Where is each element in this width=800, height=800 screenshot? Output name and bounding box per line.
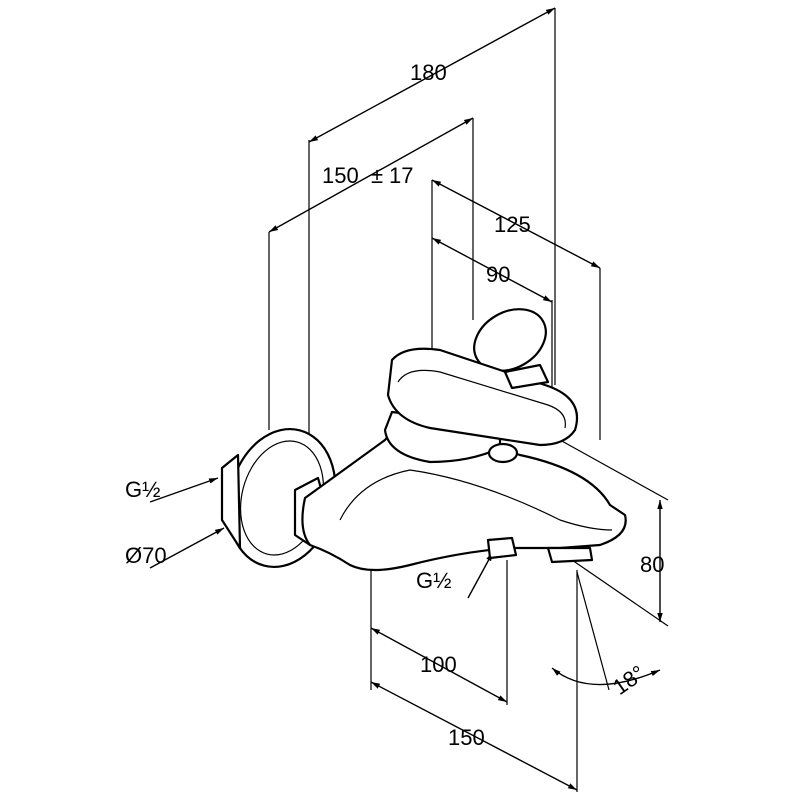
label-125: 125 bbox=[494, 212, 531, 237]
label-90: 90 bbox=[486, 262, 510, 287]
label-rosette-dia: Ø70 bbox=[125, 543, 167, 568]
dim-line-90 bbox=[431, 237, 553, 303]
label-150-tol: 150 bbox=[322, 163, 359, 188]
spout-outlet bbox=[546, 546, 594, 564]
rear-rosette bbox=[473, 308, 547, 372]
label-80: 80 bbox=[640, 552, 664, 577]
mixer-lever bbox=[386, 347, 579, 447]
dim-arc-18 bbox=[551, 667, 661, 686]
dim-line-150-tol bbox=[268, 117, 474, 233]
label-thread-left: G½ bbox=[125, 477, 160, 502]
label-tol-value: 17 bbox=[389, 163, 413, 188]
dimension-lines bbox=[149, 7, 663, 791]
leader-thread-left bbox=[149, 477, 219, 503]
label-100: 100 bbox=[420, 652, 457, 677]
faucet-body bbox=[220, 308, 627, 572]
dim-line-125 bbox=[431, 179, 601, 269]
leader-rosette bbox=[149, 527, 225, 569]
dim-line-150 bbox=[370, 681, 578, 791]
left-connector bbox=[220, 453, 242, 550]
label-tol-sign: ± bbox=[371, 163, 383, 188]
leader-thread-spout bbox=[467, 551, 494, 599]
label-180: 180 bbox=[410, 60, 447, 85]
label-150: 150 bbox=[448, 725, 485, 750]
label-thread-spout: G½ bbox=[416, 568, 451, 593]
diverter-knob bbox=[486, 536, 518, 560]
label-angle: 18° bbox=[608, 660, 650, 700]
